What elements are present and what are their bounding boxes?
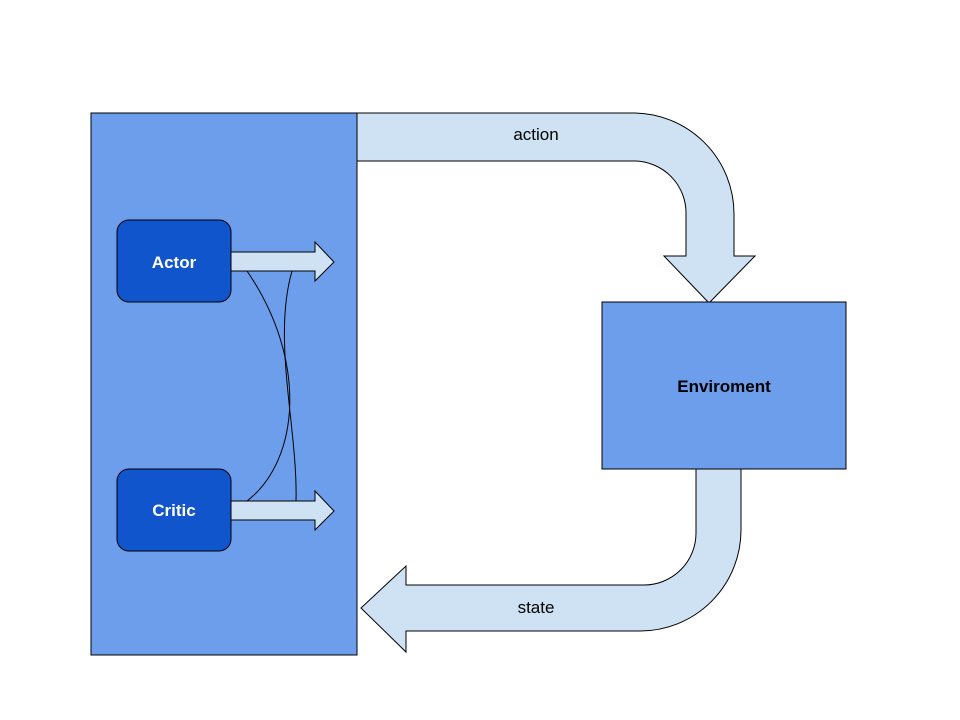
- agent-container: [90, 112, 358, 656]
- state-label: state: [518, 598, 555, 617]
- critic-label: Critic: [152, 501, 195, 520]
- action-label: action: [513, 125, 558, 144]
- state-arrow: [360, 468, 742, 654]
- environment-label: Enviroment: [677, 377, 771, 396]
- action-arrow: [356, 112, 757, 304]
- actor-critic-connector-right: [283, 270, 297, 502]
- actor-label: Actor: [152, 253, 197, 272]
- actor-output-arrow: [230, 240, 335, 283]
- critic-output-arrow: [230, 489, 335, 532]
- environment-box: [601, 301, 847, 470]
- critic-node: [116, 468, 232, 552]
- actor-node: [116, 219, 232, 303]
